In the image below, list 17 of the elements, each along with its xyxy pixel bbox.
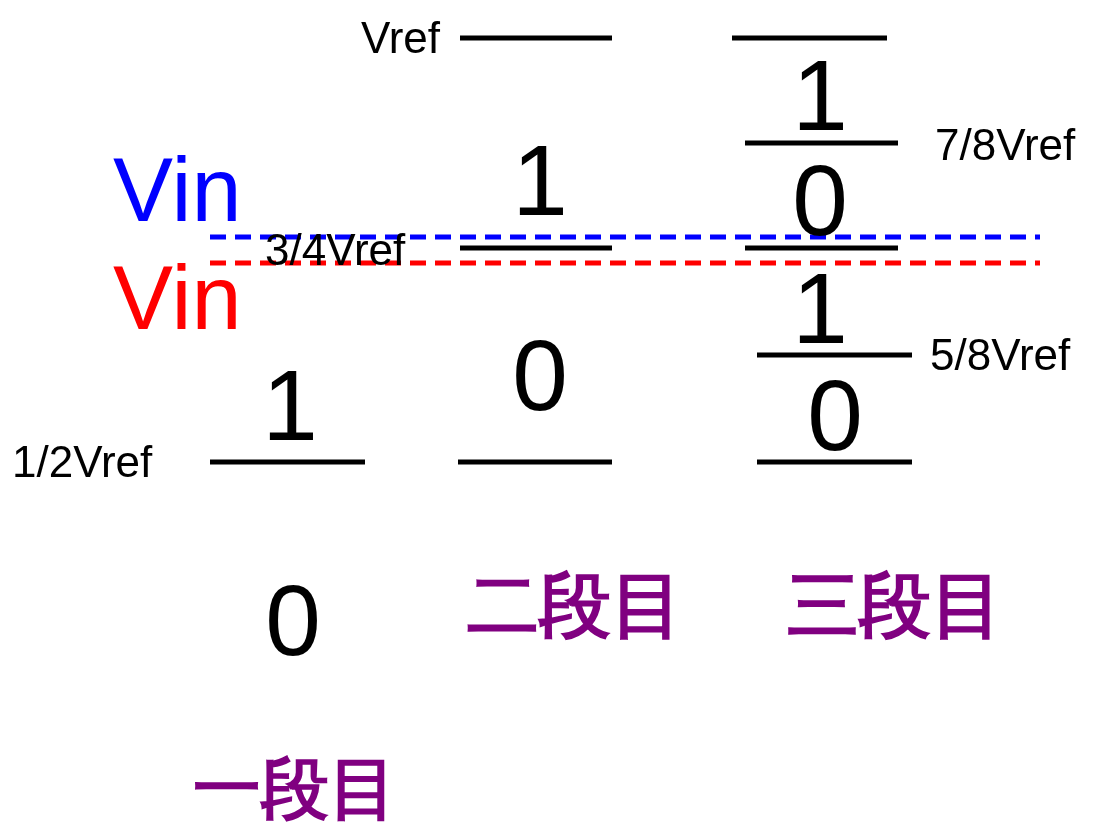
input-voltage-label: Vin — [113, 145, 242, 235]
bit-value: 0 — [265, 570, 321, 670]
stage-label: 三段目 — [787, 569, 1003, 641]
bit-value: 0 — [807, 365, 863, 465]
stage-label: 一段目 — [193, 754, 397, 822]
bit-value: 0 — [792, 150, 848, 250]
bit-value: 1 — [512, 130, 568, 230]
threshold-label: 1/2Vref — [12, 440, 153, 484]
input-voltage-label: Vin — [113, 253, 242, 343]
threshold-label: 7/8Vref — [935, 123, 1076, 167]
bit-value: 1 — [792, 258, 848, 358]
threshold-label: 5/8Vref — [930, 333, 1071, 377]
stage-label: 二段目 — [467, 569, 683, 641]
reference-label: Vref — [360, 16, 440, 60]
bit-value: 0 — [512, 325, 568, 425]
bit-value: 1 — [262, 355, 318, 455]
bit-value: 1 — [792, 45, 848, 145]
